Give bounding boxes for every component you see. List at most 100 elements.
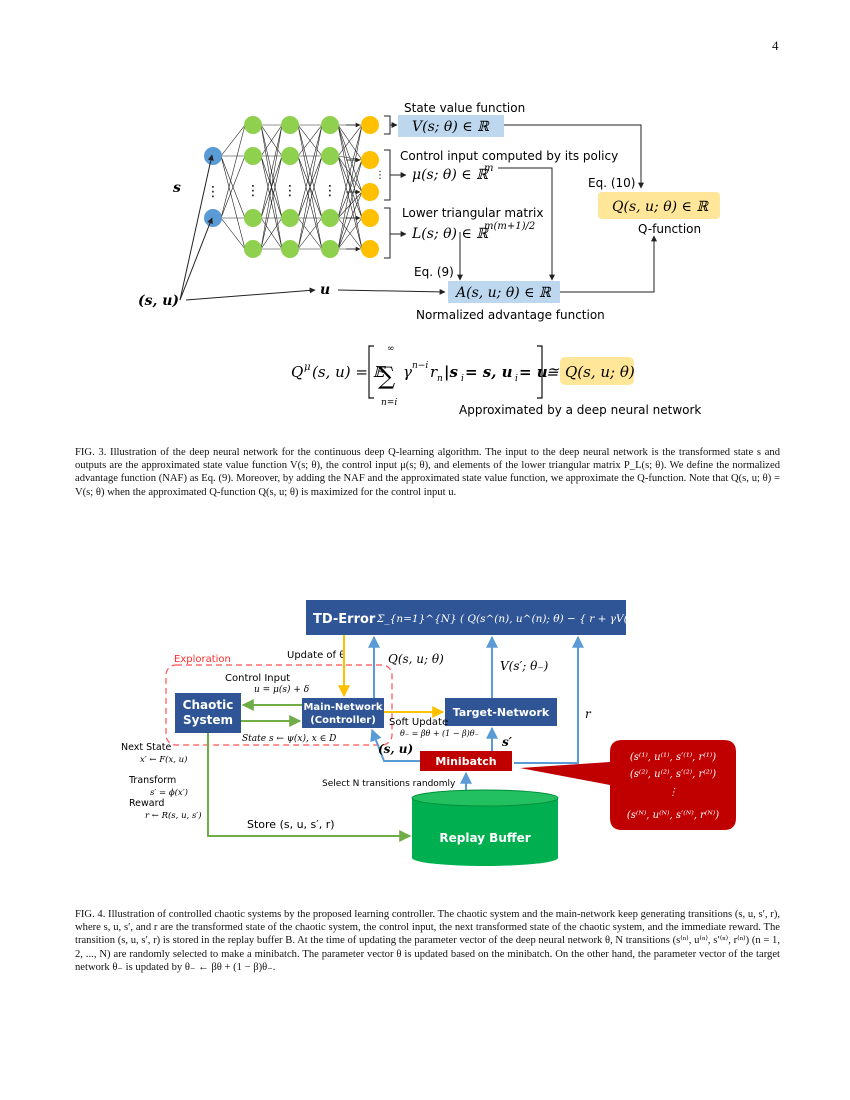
svg-text:= u: = u: [519, 363, 548, 381]
svg-text:Q(s, u; θ): Q(s, u; θ): [565, 363, 635, 381]
replay-buffer-body: [412, 798, 558, 866]
store-label: Store (s, u, s′, r): [247, 818, 335, 831]
hidden-node: [321, 147, 339, 165]
hidden-node: [321, 209, 339, 227]
network-edge: [260, 124, 283, 157]
hidden-node: [244, 116, 262, 134]
q-formula: Q μ (s, u) = 𝔼 ∞ ∑ n=i γ n−i r n |s i = …: [291, 344, 635, 408]
hidden-node: [244, 147, 262, 165]
a-box: [448, 281, 560, 303]
exploration-label: Exploration: [174, 654, 231, 665]
v-label: V(s′; θ₋): [500, 659, 549, 673]
network-edge: [297, 124, 323, 157]
a-to-q-arrow: [560, 235, 657, 293]
ellipsis-dots: ⋮: [246, 183, 260, 199]
svg-text:n−i: n−i: [412, 361, 428, 371]
hidden-node: [281, 209, 299, 227]
naf-label: Normalized advantage function: [416, 308, 605, 322]
page-number: 4: [772, 38, 779, 53]
network-edge: [220, 124, 246, 219]
transform-eq: s′ = ϕ(x′): [150, 787, 188, 798]
network-edge: [337, 124, 363, 157]
fig3-diagram: ⋮⋮⋮⋮⋮ s (s, u) u State value function V(…: [138, 101, 720, 417]
eq9-label: Eq. (9): [414, 265, 454, 279]
su-arrow: [370, 728, 420, 762]
network-edge: [297, 124, 323, 250]
hidden-node: [244, 209, 262, 227]
svg-text:∞: ∞: [387, 344, 395, 354]
fig3-caption: FIG. 3. Illustration of the deep neural …: [75, 447, 780, 498]
hidden-node: [281, 116, 299, 134]
svg-text:Q: Q: [291, 363, 303, 381]
v-to-q-arrow: [504, 124, 644, 189]
svg-text:n=i: n=i: [381, 398, 397, 408]
network-edge: [260, 155, 283, 250]
output-node: [361, 116, 379, 134]
tuple-1: (s⁽¹⁾, u⁽¹⁾, s′⁽¹⁾, r⁽¹⁾): [630, 752, 716, 763]
u-to-a-arrow: [337, 288, 446, 295]
minibatch-box: [420, 751, 512, 771]
ellipsis-dots: ⋮: [323, 183, 337, 199]
control-input-label: Control Input: [225, 673, 290, 684]
input-s-label: s: [173, 180, 181, 196]
svg-text:≅: ≅: [546, 363, 560, 381]
td-error-box: [306, 600, 626, 635]
r-label: r: [585, 707, 592, 721]
network-edge: [220, 155, 246, 250]
network-edge: [337, 124, 363, 250]
td-error-formula: Σ_{n=1}^{N} ( Q(s^(n), u^(n); θ) − { r +…: [376, 613, 710, 625]
q-box: [598, 192, 720, 219]
select-n-label: Select N transitions randomly: [322, 779, 456, 789]
input-u-label: u: [320, 282, 330, 298]
network-edge: [297, 217, 323, 250]
main-network-line1: Main-Network: [303, 702, 382, 713]
network-edge: [337, 155, 363, 193]
soft-update-eq: θ₋ = βθ + (1 − β)θ₋: [400, 729, 479, 738]
reward-label: Reward: [129, 798, 164, 809]
replay-buffer-top: [411, 789, 559, 807]
approx-note: Approximated by a deep neural network: [459, 403, 701, 417]
hidden-node: [244, 240, 262, 258]
network-edge: [260, 124, 283, 219]
q-box-expr: Q(s, u; θ) ∈ ℝ: [612, 199, 709, 215]
hidden-node: [281, 240, 299, 258]
chaotic-system-line1: Chaotic: [183, 698, 234, 712]
network-edge: [337, 124, 363, 161]
main-network-box: [302, 698, 384, 728]
network-edge: [337, 155, 363, 250]
target-network-box: [445, 698, 557, 726]
reward-eq: r ← R(s, u, s′): [145, 810, 202, 821]
input-node: [204, 209, 222, 227]
svg-text:γ: γ: [403, 363, 412, 381]
s-prime-label: s′: [502, 735, 513, 749]
su-label: (s, u): [378, 742, 413, 756]
svg-text:= s, u: = s, u: [465, 363, 513, 381]
soft-update-label: Soft Update: [389, 717, 448, 728]
input-arrow-upper: [179, 154, 214, 301]
input-su-label: (s, u): [138, 293, 179, 309]
svg-text:∑: ∑: [378, 362, 395, 390]
q-function-label: Q-function: [638, 222, 701, 236]
network-edge: [260, 217, 283, 250]
td-error-label: TD-Error: [313, 612, 376, 627]
replay-buffer-label: Replay Buffer: [439, 831, 530, 845]
network-edge: [337, 159, 363, 250]
store-arrow: [207, 733, 412, 842]
network-edge: [260, 124, 283, 250]
ellipsis-dots: ⋮: [375, 170, 385, 181]
output-node: [361, 183, 379, 201]
network-edge: [220, 155, 246, 219]
network-edge: [220, 217, 246, 250]
lower-sup: m(m+1)/2: [484, 221, 535, 232]
network-edge: [337, 155, 363, 161]
state-value-expr: V(s; θ) ∈ ℝ: [412, 119, 490, 135]
svg-text:r: r: [430, 363, 438, 381]
svg-text:|s: |s: [444, 363, 458, 381]
svg-text:μ: μ: [304, 362, 311, 373]
tuple-n: (s⁽ᴺ⁾, u⁽ᴺ⁾, s′⁽ᴺ⁾, r⁽ᴺ⁾): [627, 810, 719, 821]
mu-to-a-arrow: [498, 167, 555, 281]
output-node: [361, 151, 379, 169]
control-title: Control input computed by its policy: [400, 149, 618, 163]
update-theta-label: Update of θ: [287, 650, 345, 661]
svg-text:i: i: [461, 374, 464, 384]
